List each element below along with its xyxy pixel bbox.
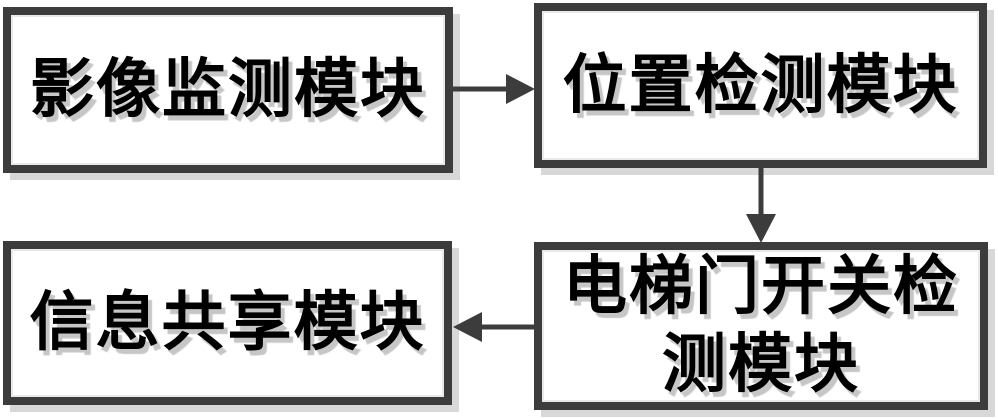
node-elevator-door-switch-label-line2: 测模块 bbox=[662, 327, 860, 402]
node-information-sharing-label: 信息共享模块 bbox=[29, 285, 426, 360]
node-position-detection-module: 位置检测模块 bbox=[534, 3, 987, 168]
node-image-monitoring-label: 影像监测模块 bbox=[30, 52, 426, 127]
node-position-detection-label: 位置检测模块 bbox=[562, 47, 959, 123]
node-elevator-door-switch-label-line1: 电梯门开关检 bbox=[563, 249, 959, 324]
node-image-monitoring-module: 影像监测模块 bbox=[3, 7, 453, 173]
arrow-door-switch-to-information-sharing bbox=[453, 312, 534, 342]
node-elevator-door-switch-detection-module: 电梯门开关检 测模块 bbox=[534, 242, 988, 410]
arrow-position-to-door-switch bbox=[746, 168, 776, 243]
node-information-sharing-module: 信息共享模块 bbox=[3, 241, 452, 405]
arrow-image-to-position bbox=[453, 74, 535, 104]
